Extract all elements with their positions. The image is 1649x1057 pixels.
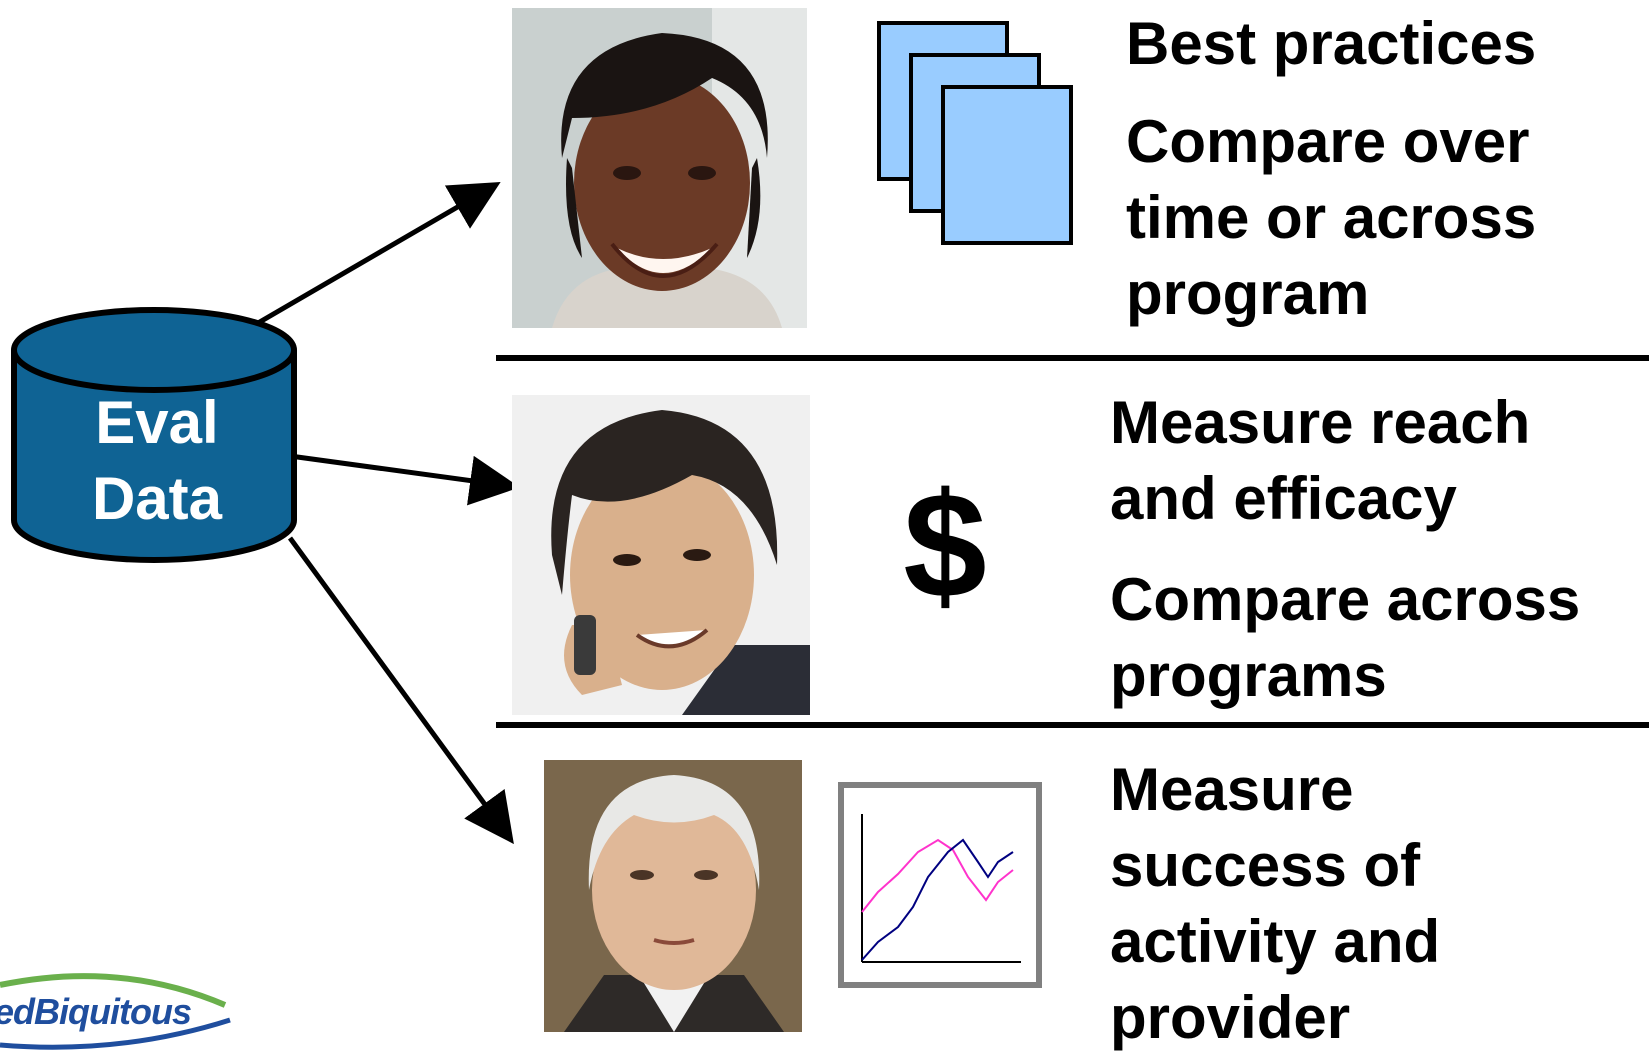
- arrow-to-row-2: [289, 453, 520, 506]
- dollar-sign-icon: $: [903, 461, 987, 629]
- row-3-text-1: Measure success of activity and provider: [1110, 756, 1441, 1051]
- row-1-text-2: Compare over time or across program: [1126, 108, 1537, 327]
- row-divider-1: [496, 355, 1649, 361]
- row-2-text-2: Compare across programs: [1110, 566, 1581, 709]
- man-on-phone-photo: [512, 395, 810, 715]
- documents-stack-icon: [877, 21, 1073, 245]
- chart-line-navy: [861, 838, 1014, 961]
- row-1-text-1: Best practices: [1126, 10, 1537, 77]
- medbiquitous-logo-text: edBiquitous: [0, 991, 192, 1032]
- chart-line-pink: [861, 838, 1014, 913]
- arrow-to-row-1: [256, 181, 501, 326]
- medbiquitous-logo-swoosh: [0, 973, 231, 1050]
- smiling-woman-photo: [512, 8, 807, 328]
- row-divider-2: [496, 722, 1649, 728]
- older-man-photo: [544, 760, 802, 1032]
- database-label: Eval Data: [91, 389, 223, 532]
- database-cylinder-icon: [11, 307, 297, 563]
- line-chart-icon: [838, 782, 1042, 988]
- arrow-to-row-3: [287, 536, 514, 845]
- row-2-text-1: Measure reach and efficacy: [1110, 389, 1531, 532]
